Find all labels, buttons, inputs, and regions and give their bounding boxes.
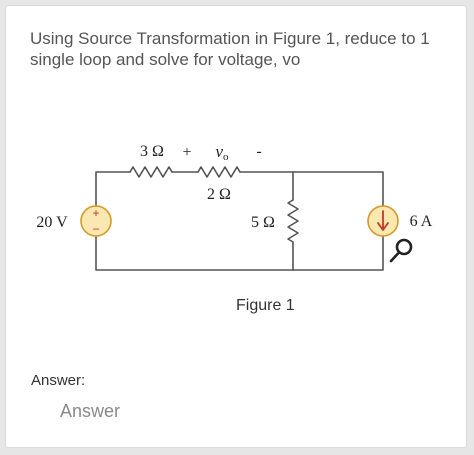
label-2ohm: 2 Ω [207, 186, 231, 203]
label-vo: vo [215, 142, 229, 163]
label-20v: 20 V [36, 214, 68, 231]
label-vo-sub: o [223, 151, 229, 163]
answer-input[interactable] [56, 396, 304, 426]
label-3ohm: 3 Ω [140, 143, 164, 160]
resistor-5ohm-zigzag [287, 199, 299, 243]
current-source-6a [367, 205, 399, 237]
zoom-icon[interactable] [389, 238, 413, 263]
label-5ohm: 5 Ω [251, 214, 275, 231]
current-arrow-down-icon [377, 210, 389, 231]
voltage-source-20v: + − [80, 205, 112, 237]
figure-caption: Figure 1 [236, 297, 295, 314]
question-text: Using Source Transformation in Figure 1,… [30, 29, 430, 69]
label-vo-plus: + [182, 144, 191, 161]
wire-bottom [95, 235, 384, 271]
label-6a: 6 A [410, 213, 433, 230]
label-vo-minus: - [256, 143, 261, 160]
answer-label: Answer: [31, 372, 86, 389]
voltage-source-minus: − [92, 222, 99, 236]
wire-top-left [95, 171, 131, 207]
label-vo-v: v [215, 142, 223, 161]
wire-top-right [239, 171, 384, 207]
voltage-source-plus: + [92, 206, 99, 220]
resistor-3ohm-zigzag [129, 166, 173, 178]
resistor-2ohm-zigzag [197, 166, 241, 178]
